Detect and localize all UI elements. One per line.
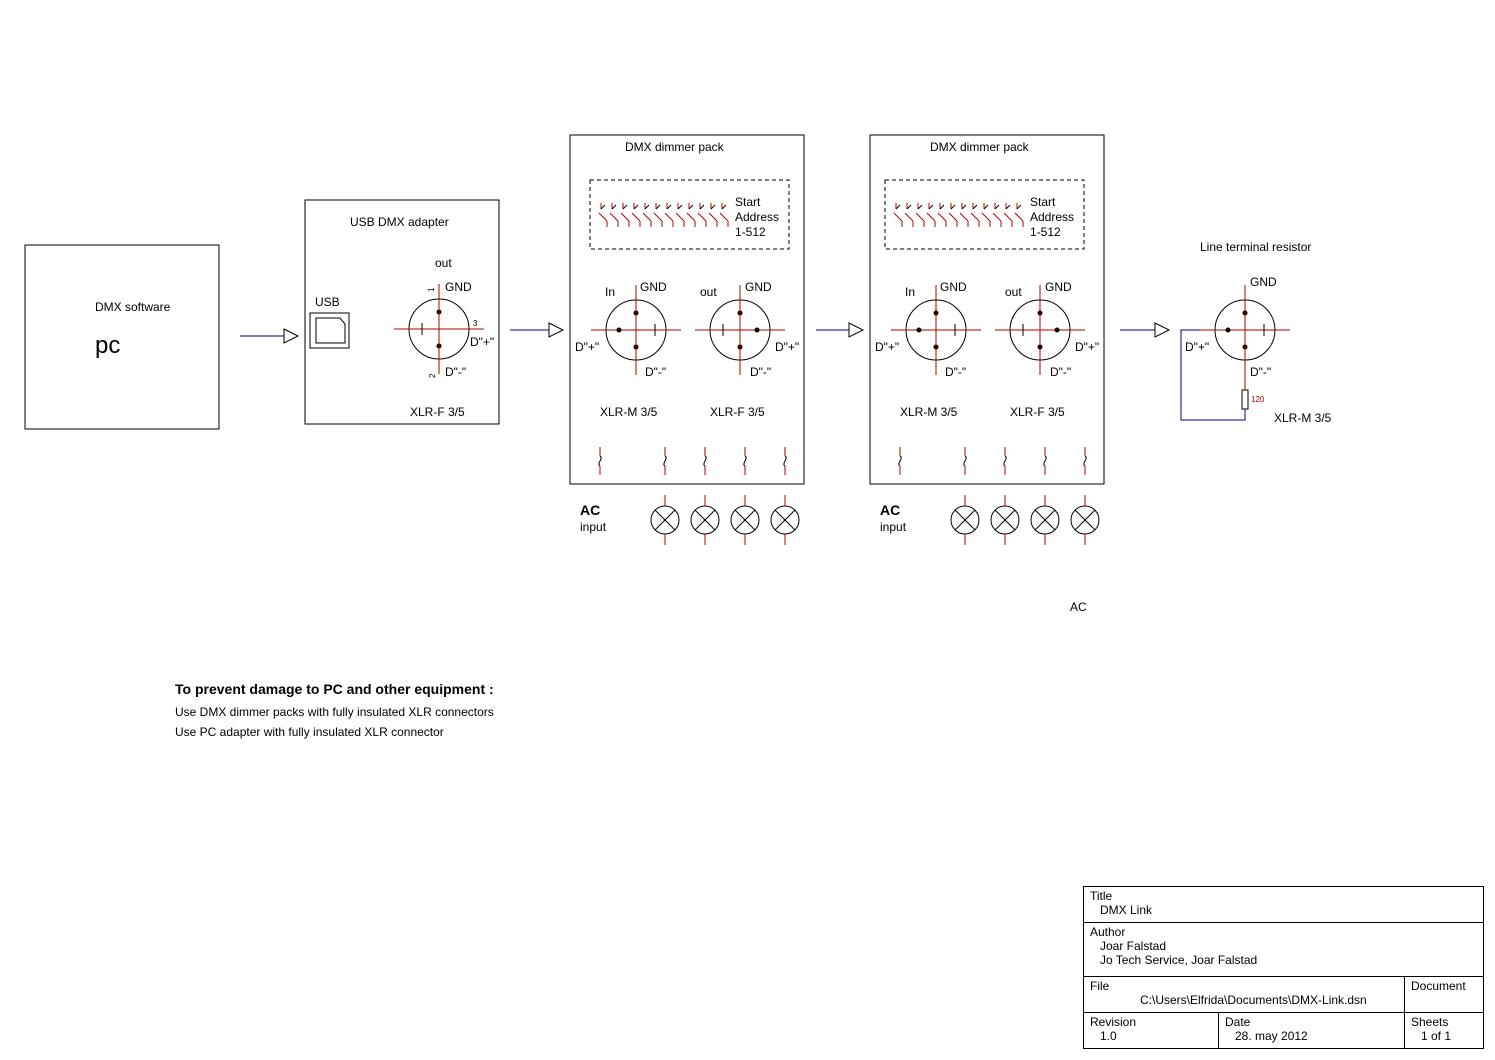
svg-text:XLR-M 3/5: XLR-M 3/5 — [900, 405, 958, 419]
svg-text:Start: Start — [735, 195, 761, 209]
dminus-label: D"-" — [445, 365, 466, 379]
resistor-icon — [1241, 389, 1249, 410]
dip-switch — [884, 179, 1085, 250]
lamp-icon — [730, 494, 760, 546]
adapter-port-label: out — [435, 256, 452, 270]
svg-text:GND: GND — [745, 280, 772, 294]
svg-text:input: input — [580, 520, 607, 534]
svg-text:1-512: 1-512 — [1030, 225, 1061, 239]
document-cell: Document — [1404, 976, 1484, 1013]
pc-label: DMX software — [95, 300, 171, 314]
adapter-title: USB DMX adapter — [350, 215, 449, 229]
svg-text:In: In — [605, 285, 615, 299]
usb-label: USB — [315, 295, 340, 309]
svg-text:GND: GND — [1045, 280, 1072, 294]
svg-text:D"+": D"+" — [875, 340, 899, 354]
sheets-cell: Sheets 1 of 1 — [1404, 1012, 1484, 1049]
lamp-icon — [1030, 494, 1060, 546]
xlr-f-connector — [393, 283, 485, 375]
notes-line: Use DMX dimmer packs with fully insulate… — [175, 705, 494, 719]
author-cell: Author Joar Falstad Jo Tech Service, Joa… — [1083, 922, 1484, 977]
svg-text:2: 2 — [428, 373, 437, 378]
pc-box — [24, 244, 220, 430]
svg-text:out: out — [1005, 285, 1022, 299]
ac-label: AC — [1070, 600, 1087, 614]
svg-text:GND: GND — [640, 280, 667, 294]
svg-text:120: 120 — [1251, 395, 1265, 404]
svg-text:Address: Address — [735, 210, 779, 224]
svg-text:1: 1 — [427, 287, 436, 292]
dplus-label: D"+" — [470, 335, 494, 349]
lamp-icon — [690, 494, 720, 546]
pack-title: DMX dimmer pack — [625, 140, 725, 154]
gnd-label: GND — [445, 280, 472, 294]
svg-text:out: out — [700, 285, 717, 299]
svg-text:AC: AC — [580, 502, 600, 518]
svg-text:GND: GND — [940, 280, 967, 294]
svg-text:1-512: 1-512 — [735, 225, 766, 239]
dimmer-pack-1: DMX dimmer pack Start Address 1-512 In G… — [569, 134, 805, 546]
lamp-icon — [1070, 494, 1100, 546]
svg-text:Address: Address — [1030, 210, 1074, 224]
svg-text:D"+": D"+" — [775, 340, 799, 354]
svg-text:AC: AC — [880, 502, 900, 518]
terminator-title: Line terminal resistor — [1200, 240, 1311, 254]
adapter-box — [304, 199, 500, 425]
svg-text:Start: Start — [1030, 195, 1056, 209]
line-terminator: Line terminal resistor GND D"+" D"-" 120… — [1180, 240, 1332, 425]
svg-text:XLR-F 3/5: XLR-F 3/5 — [1010, 405, 1065, 419]
svg-text:In: In — [905, 285, 915, 299]
pc-name: pc — [95, 332, 120, 359]
connector-label: XLR-F 3/5 — [410, 405, 465, 419]
dimmer-pack-2: DMX dimmer pack Start Address 1-512 In G… — [869, 134, 1105, 546]
lamp-icon — [770, 494, 800, 546]
xlr-m-connector — [1199, 284, 1291, 376]
svg-text:D"-": D"-" — [645, 365, 666, 379]
file-cell: File C:\Users\Elfrida\Documents\DMX-Link… — [1083, 976, 1405, 1013]
svg-text:XLR-M 3/5: XLR-M 3/5 — [600, 405, 658, 419]
date-cell: Date 28. may 2012 — [1218, 1012, 1405, 1049]
svg-text:GND: GND — [1250, 275, 1277, 289]
svg-text:D"+": D"+" — [1075, 340, 1099, 354]
svg-text:D"-": D"-" — [945, 365, 966, 379]
svg-text:XLR-F 3/5: XLR-F 3/5 — [710, 405, 765, 419]
dip-switch — [589, 179, 790, 250]
svg-text:D"-": D"-" — [1250, 365, 1271, 379]
notes-heading: To prevent damage to PC and other equipm… — [175, 681, 494, 697]
drawing-title: DMX Link — [1100, 903, 1153, 917]
usb-port-icon — [309, 312, 350, 349]
pack-title: DMX dimmer pack — [930, 140, 1030, 154]
svg-text:3: 3 — [473, 319, 478, 328]
svg-text:D"+": D"+" — [575, 340, 599, 354]
lamp-icon — [950, 494, 980, 546]
title-cell: Title DMX Link — [1083, 886, 1484, 923]
lamp-icon — [990, 494, 1020, 546]
svg-text:D"-": D"-" — [1050, 365, 1071, 379]
notes-line: Use PC adapter with fully insulated XLR … — [175, 725, 444, 739]
svg-text:D"+": D"+" — [1185, 340, 1209, 354]
revision-cell: Revision 1.0 — [1083, 1012, 1219, 1049]
svg-text:XLR-M 3/5: XLR-M 3/5 — [1274, 411, 1332, 425]
lamp-icon — [650, 494, 680, 546]
svg-text:D"-": D"-" — [750, 365, 771, 379]
svg-text:input: input — [880, 520, 907, 534]
